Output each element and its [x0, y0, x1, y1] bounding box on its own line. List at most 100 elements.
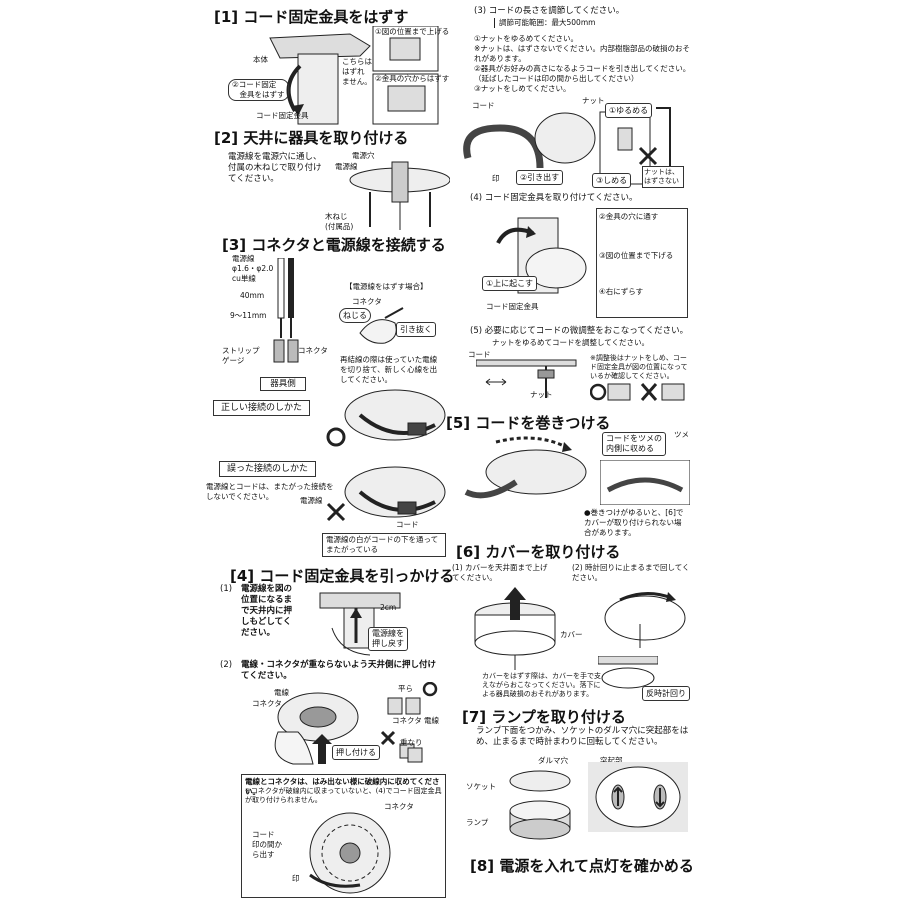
socket-label: ソケット — [466, 782, 496, 791]
power-line-label: 電源線 — [300, 496, 323, 505]
cover-step-2: (2) 時計回りに止まるまで回してください。 — [572, 563, 690, 582]
wire-label: 電線 — [274, 688, 289, 697]
wrong-connection-label: 誤った接続のしかた — [219, 461, 316, 477]
hand-twist-illustration — [359, 307, 404, 344]
step-4-1-num: (1) — [220, 584, 233, 594]
wind-cord-illustration — [464, 436, 587, 499]
wire-spec-label: 電源線 φ1.6・φ2.0 cu単線 — [232, 254, 274, 283]
raise-cover-illustration — [474, 587, 556, 670]
correct-connection-illustration — [326, 389, 446, 447]
body-label: 本体 — [253, 55, 268, 64]
cord-mark-label: コード 印の間か ら出す — [252, 830, 282, 859]
bracket-step-3: ③図の位置まで下げる — [599, 251, 674, 260]
not-removable-note: こちらは はずれ ません。 — [342, 57, 372, 86]
step-4-1-text: 電源線を図の位置になるまで天井内に押しもどしてください。 — [241, 584, 293, 638]
connector-label-4: コネクタ — [252, 699, 282, 708]
counterclockwise-callout: 反時計回り — [642, 686, 690, 701]
connector-label-6: コネクタ — [384, 802, 414, 811]
daruma-hole-label: ダルマ穴 — [538, 756, 568, 765]
overlap-label: 重なり — [400, 738, 423, 747]
bracket-removal-illustration — [269, 26, 439, 125]
mark-label: 印 — [292, 874, 300, 883]
remove-wire-title: 【電源線をはずす場合】 — [345, 282, 428, 291]
attach-bracket-title: (4) コード固定金具を取り付けてください。 — [470, 193, 638, 203]
section-7-title: [7] ランプを取り付ける — [462, 708, 626, 726]
bracket-step-4: ④右にずらす — [599, 287, 644, 296]
adjust-cord-title: (3) コードの長さを調節してください。 — [474, 6, 625, 16]
bracket-steps-box — [596, 208, 688, 318]
dashed-area-illustration — [309, 812, 391, 894]
power-wire-label: 電源線 — [335, 162, 358, 171]
dim-2cm: 2cm — [380, 603, 397, 612]
press-callout: 押し付ける — [332, 745, 380, 760]
twist-callout: ねじる — [339, 308, 371, 323]
connector-label-5: コネクタ — [392, 716, 422, 725]
wrong-connection-callout: 電源線の白がコードの下を通ってまたがっている — [322, 533, 446, 557]
wind-note: ●巻きつけがゆるいと、[6]でカバーが取り付けられない場合があります。 — [584, 508, 684, 537]
cord-adjust-illustration — [463, 107, 671, 185]
cord-label-fine: コード — [468, 350, 491, 359]
power-hole-label: 電源穴 — [352, 151, 375, 160]
loosen-callout: ①ゆるめる — [605, 103, 653, 118]
claw-detail-illustration — [600, 460, 690, 505]
strip-gauge-label: ストリップ ゲージ — [222, 346, 260, 365]
dim-40mm: 40mm — [240, 291, 265, 300]
adjust-step-2: ②器具がお好みの高さになるようコードを引き出してください。 — [474, 64, 691, 73]
adjust-step-note: ※ナットは、はずさないでください。内部樹脂部品の破損のおそれがあります。 — [474, 44, 691, 63]
remove-bracket-callout: ②コード固定 金具をはずす — [228, 79, 289, 101]
fine-adjust-title: (5) 必要に応じてコードの微調整をおこなってください。 — [470, 326, 689, 336]
nut-label-fine: ナット — [530, 390, 553, 399]
reconnect-note: 再結線の際は使っていた電線を切り捨て、新しく心線を出してください。 — [340, 355, 438, 384]
adjust-step-3: ③ナットをしめてください。 — [474, 84, 571, 93]
flat-label: 平ら — [398, 684, 413, 693]
fine-adjust-illustration — [476, 359, 577, 398]
adjust-step-2-sub: （延ばしたコードは印の間から出してください） — [474, 74, 639, 83]
correct-connection-label: 正しい接続のしかた — [213, 400, 310, 416]
step-4-2-text: 電線・コネクタが重ならないよう天井側に押し付けてください。 — [241, 660, 436, 681]
claw-callout: コードをツメの 内側に収める — [602, 432, 666, 456]
rotate-cover-illustration — [604, 592, 686, 648]
section-8-title: [8] 電源を入れて点灯を確かめる — [470, 857, 694, 875]
cord-label: コード — [396, 520, 419, 529]
mark-label-r: 印 — [492, 174, 500, 183]
cord-label-r: コード — [472, 101, 495, 110]
section-1-title: [1] コード固定金具をはずす — [214, 8, 409, 26]
dim-9-11mm: 9～11mm — [230, 311, 267, 320]
adjust-range: 調節可能範囲：最大500mm — [494, 18, 595, 28]
bump-label: 突起部 — [600, 756, 623, 765]
section-6-title: [6] カバーを取り付ける — [456, 543, 621, 561]
tighten-callout: ③しめる — [592, 173, 632, 188]
bracket-step-2: ②金具の穴に通す — [599, 212, 659, 221]
lamp-label: ランプ — [466, 818, 489, 827]
section-2-title: [2] 天井に器具を取り付ける — [214, 129, 409, 147]
nut-label-r: ナット — [582, 96, 605, 105]
connector-label: コネクタ — [298, 346, 328, 355]
bracket-label: コード固定金具 — [256, 111, 309, 120]
wire-placement-note-sub: ※コネクタが破線内に収まっていないと、(4)でコード固定金具が取り付けられません… — [245, 787, 442, 804]
wood-screw-label: 木ねじ (付属品) — [325, 212, 354, 231]
cover-label: カバー — [560, 630, 583, 639]
counterclockwise-illustration — [598, 656, 658, 689]
fine-adjust-sub: ナットをゆるめてコードを調整してください。 — [492, 338, 650, 347]
elec-wire-label: 電線 — [424, 716, 439, 725]
wire-placement-note-title: 電線とコネクタは、はみ出ない様に破線内に収めてください。 — [245, 777, 440, 796]
section-2-text: 電源線を電源穴に通し、付属の木ねじで取り付けてください。 — [228, 152, 322, 184]
push-back-callout: 電源線を 押し戻す — [368, 627, 408, 651]
connector-label-2: コネクタ — [352, 297, 382, 306]
daruma-detail-illustration — [588, 762, 688, 832]
ok-ng-illustration — [590, 383, 685, 401]
wire-strip-illustration — [273, 258, 299, 363]
bracket-label-r: コード固定金具 — [486, 302, 539, 311]
nut-note: ナットは、 はずさない — [642, 166, 684, 188]
wrong-connection-text: 電源線とコードは、またがった接続をしないでください。 — [206, 482, 334, 501]
ceiling-mount-illustration — [349, 161, 450, 230]
section-5-title: [5] コードを巻きつける — [446, 414, 611, 432]
pull-out-callout-r: ②引き出す — [516, 170, 564, 185]
cover-removal-note: カバーをはずす際は、カバーを手で支えながらおこなってください。落下による器具破損… — [482, 672, 601, 698]
flat-vs-overlap-illustration — [380, 682, 438, 763]
cover-step-1: (1) カバーを天井面まで上げてください。 — [452, 563, 548, 582]
press-wires-illustration — [274, 692, 359, 765]
claw-label: ツメ — [674, 430, 689, 439]
wrong-connection-illustration — [326, 466, 446, 522]
step1-raise-label: ①図の位置まで上げる — [375, 27, 450, 36]
